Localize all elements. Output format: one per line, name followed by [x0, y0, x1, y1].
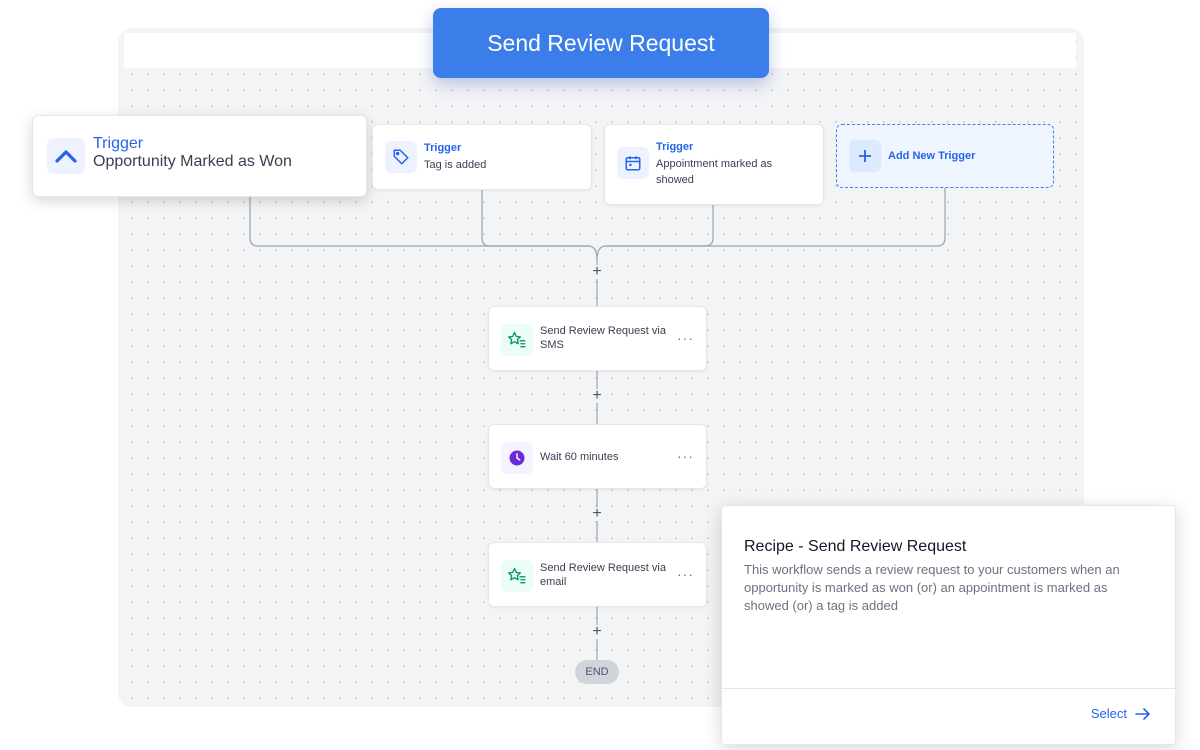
action-label: Send Review Request via email	[540, 562, 666, 588]
trigger-card-appointment-showed[interactable]: Trigger Appointment marked as showed	[604, 124, 824, 205]
trigger-title: Trigger	[424, 142, 462, 154]
add-step-plus[interactable]: +	[590, 388, 604, 404]
trigger-title: Trigger	[656, 141, 694, 153]
star-list-icon	[501, 324, 533, 356]
star-list-icon	[501, 560, 533, 592]
more-options-icon[interactable]: ···	[677, 448, 694, 464]
add-step-plus[interactable]: +	[590, 624, 604, 640]
action-label: Wait 60 minutes	[540, 451, 619, 463]
trigger-subtitle: Opportunity Marked as Won	[93, 153, 292, 170]
add-new-trigger-button[interactable]: Add New Trigger	[836, 124, 1054, 188]
action-card-review-email[interactable]: Send Review Request via email ···	[488, 542, 707, 607]
workflow-end-node: END	[575, 660, 619, 684]
trigger-subtitle: Tag is added	[424, 159, 487, 171]
workflow-title-banner: Send Review Request	[433, 8, 769, 78]
divider	[722, 688, 1175, 689]
trigger-title: Trigger	[93, 135, 144, 152]
plus-icon	[849, 140, 881, 172]
recipe-description: This workflow sends a review request to …	[744, 562, 1120, 613]
clock-icon	[501, 442, 533, 474]
trigger-card-tag-added[interactable]: Trigger Tag is added	[372, 124, 592, 190]
action-card-review-sms[interactable]: Send Review Request via SMS ···	[488, 306, 707, 371]
select-recipe-button[interactable]: Select	[1091, 706, 1151, 721]
add-step-plus[interactable]: +	[590, 264, 604, 280]
action-card-wait[interactable]: Wait 60 minutes ···	[488, 424, 707, 489]
recipe-title: Recipe - Send Review Request	[744, 538, 967, 555]
select-label: Select	[1090, 706, 1127, 721]
add-step-plus[interactable]: +	[590, 506, 604, 522]
chevron-up-icon	[47, 138, 85, 174]
arrow-right-icon	[1135, 707, 1150, 720]
more-options-icon[interactable]: ···	[677, 330, 694, 346]
calendar-icon	[617, 147, 649, 179]
add-new-trigger-label: Add New Trigger	[888, 150, 976, 162]
recipe-panel: Recipe - Send Review Request This workfl…	[721, 505, 1176, 745]
more-options-icon[interactable]: ···	[677, 566, 694, 582]
action-label: Send Review Request via SMS	[540, 325, 666, 351]
trigger-card-opportunity-won[interactable]: Trigger Opportunity Marked as Won	[32, 115, 367, 197]
tag-icon	[385, 141, 417, 173]
trigger-subtitle: Appointment marked as showed	[656, 158, 773, 186]
